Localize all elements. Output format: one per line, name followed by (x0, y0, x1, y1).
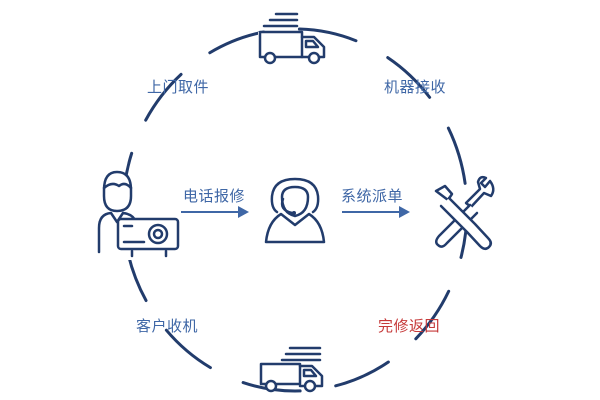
label-report: 电话报修 (183, 187, 246, 205)
label-dispatch: 系统派单 (341, 187, 404, 205)
customer-service-agent-icon (264, 177, 326, 244)
label-customer-receive: 客户收机 (136, 317, 199, 335)
arrow-report-icon (181, 206, 249, 218)
label-pickup: 上门取件 (147, 78, 210, 96)
label-receive: 机器接收 (384, 78, 447, 96)
label-return: 完修返回 (378, 317, 441, 335)
delivery-truck-top-icon (258, 12, 326, 65)
delivery-truck-bottom-icon (259, 346, 324, 393)
arrow-dispatch-icon (342, 206, 410, 218)
person-with-projector-icon (96, 170, 180, 260)
wrench-screwdriver-icon (434, 175, 495, 250)
